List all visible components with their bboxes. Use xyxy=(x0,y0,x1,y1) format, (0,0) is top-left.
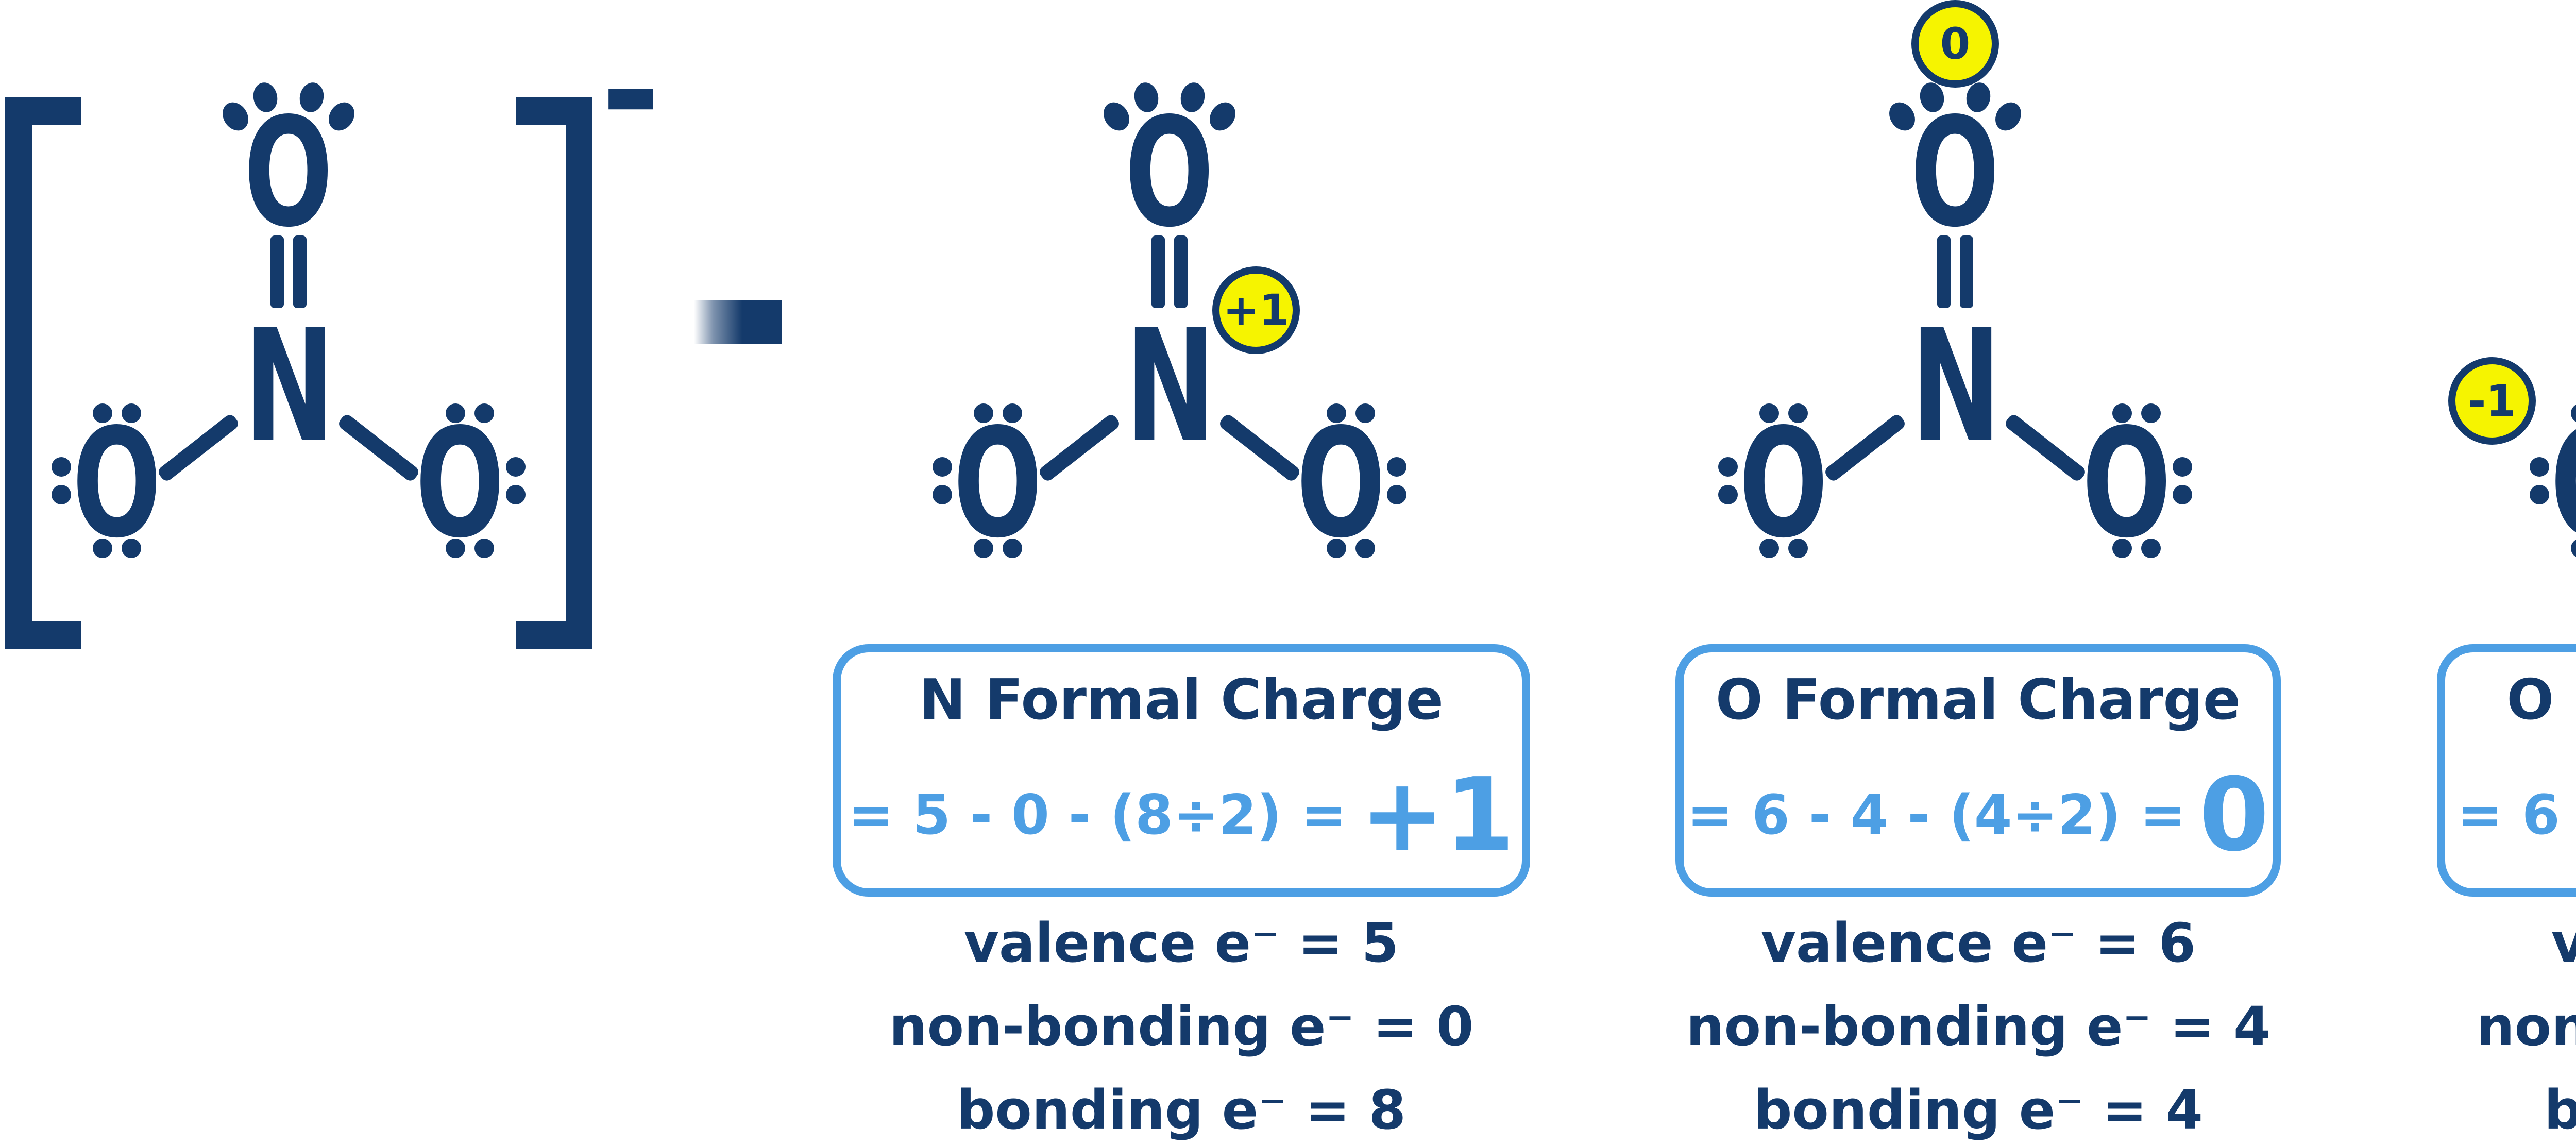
lone-pair-dot xyxy=(2112,403,2132,423)
double-bond-bar xyxy=(1937,235,1951,308)
lone-pair-dot xyxy=(2112,539,2132,558)
lone-pair-dot xyxy=(1759,539,1779,558)
lone-pair-dot xyxy=(1387,457,1406,477)
left-bracket xyxy=(5,97,81,649)
lone-pair-dot xyxy=(1759,403,1779,423)
lone-pair-dot xyxy=(974,403,993,423)
lone-pair-dot xyxy=(2571,539,2576,558)
double-bond-bar xyxy=(270,235,284,308)
n-formal-charge-box: N Formal Charge = 5 - 0 - (8÷2) = +1 xyxy=(833,644,1530,897)
atom-nitrogen: N xyxy=(244,296,335,476)
lone-pair-dot xyxy=(933,457,952,477)
lone-pair-dot xyxy=(2173,485,2192,504)
lone-pair-dot xyxy=(1718,457,1738,477)
bonding-electrons: bonding e⁻ = 4 xyxy=(1753,1079,2204,1141)
lone-pair-dot xyxy=(474,403,494,423)
lone-pair-dot xyxy=(1788,403,1808,423)
double-bond-bar xyxy=(1960,235,1973,308)
double-bond-bar xyxy=(293,235,307,308)
non-bonding-electrons: non-bonding e⁻ = 4 xyxy=(1686,995,2271,1058)
lone-pair-dot xyxy=(1788,539,1808,558)
atom-oxygen-left: O xyxy=(2531,409,2576,559)
lone-pair-dot xyxy=(93,539,112,558)
lone-pair-dot xyxy=(1355,403,1375,423)
lone-pair-dot xyxy=(2530,457,2549,477)
top-o-formal-charge-box: O Formal Charge = 6 - 4 - (4÷2) = 0 xyxy=(1675,644,2281,897)
structure-n-formal-charge: O N +1 O O xyxy=(886,0,1453,670)
o-formal-charge-badge: 0 xyxy=(1911,0,1999,88)
atom-oxygen-right: O xyxy=(1296,396,1386,571)
ion-negative-charge: - xyxy=(601,7,661,175)
formula-result: 0 xyxy=(2199,756,2269,874)
formula-result: +1 xyxy=(1360,756,1515,874)
atom-oxygen-top: O xyxy=(1125,86,1214,260)
left-o-formal-charge-badge: -1 xyxy=(2448,357,2536,445)
lone-pair-dot xyxy=(2530,485,2549,504)
non-bonding-electrons: non-bonding e⁻ = 0 xyxy=(889,995,1474,1058)
lone-pair-dot xyxy=(1327,539,1346,558)
formal-charge-formula: = 6 - 4 - (4÷2) = 0 xyxy=(1687,765,2269,866)
box-title: O Formal Charge xyxy=(2506,668,2576,732)
bonding-electrons: bonding e⁻ = 8 xyxy=(956,1079,1406,1141)
formal-charge-formula: = 6 - 6 - (2÷2) = -1 xyxy=(2457,765,2576,866)
n-electron-stats: valence e⁻ = 5 non-bonding e⁻ = 0 bondin… xyxy=(795,916,1568,1144)
atom-oxygen-left: O xyxy=(1739,396,1828,571)
atom-oxygen-top: O xyxy=(244,86,333,260)
top-o-electron-stats: valence e⁻ = 6 non-bonding e⁻ = 4 bondin… xyxy=(1592,916,2365,1144)
n-formal-charge-badge: +1 xyxy=(1212,266,1300,354)
atom-oxygen-right: O xyxy=(415,396,505,571)
lone-pair-dot xyxy=(446,539,465,558)
right-bracket xyxy=(516,97,592,649)
lone-pair-dot xyxy=(1003,539,1022,558)
double-bond-bar xyxy=(1151,235,1165,308)
formula-expression: = 6 - 6 - (2÷2) = xyxy=(2457,783,2576,847)
single-o-electron-stats: valence e⁻ = 6 non-bonding e⁻ = 6 bondin… xyxy=(2382,916,2576,1144)
structure-single-o-formal-charge: O N -1 -1 O O xyxy=(2448,0,2576,670)
equals-dash-icon xyxy=(694,300,782,344)
formula-expression: = 5 - 0 - (8÷2) = xyxy=(848,783,1347,847)
valence-electrons: valence e⁻ = 6 xyxy=(2551,912,2576,974)
box-title: O Formal Charge xyxy=(1715,668,2241,732)
bonding-electrons: bonding e⁻ = 2 xyxy=(2544,1079,2576,1141)
lone-pair-dot xyxy=(122,403,141,423)
lone-pair-dot xyxy=(1387,485,1406,504)
lone-pair-dot xyxy=(446,403,465,423)
single-o-formal-charge-box: O Formal Charge = 6 - 6 - (2÷2) = -1 xyxy=(2437,644,2576,897)
formula-expression: = 6 - 4 - (4÷2) = xyxy=(1687,783,2186,847)
lone-pair-dot xyxy=(933,485,952,504)
lone-pair-dot xyxy=(1718,485,1738,504)
lone-pair-dot xyxy=(506,485,526,504)
atom-nitrogen: N xyxy=(1125,296,1216,476)
lone-pair-dot xyxy=(474,539,494,558)
lone-pair-dot xyxy=(122,539,141,558)
atom-oxygen-top: O xyxy=(1910,86,2000,260)
atom-nitrogen: N xyxy=(1910,296,2002,476)
lone-pair-dot xyxy=(1355,539,1375,558)
atom-oxygen-left: O xyxy=(72,396,162,571)
lone-pair-dot xyxy=(1003,403,1022,423)
atom-oxygen-right: O xyxy=(2082,396,2172,571)
lone-pair-dot xyxy=(2141,403,2161,423)
valence-electrons: valence e⁻ = 5 xyxy=(964,912,1399,974)
structure-top-o-formal-charge: 0 O N O O xyxy=(1672,0,2239,670)
lone-pair-dot xyxy=(2141,539,2161,558)
valence-electrons: valence e⁻ = 6 xyxy=(1761,912,2196,974)
lone-pair-dot xyxy=(2571,403,2576,423)
lone-pair-dot xyxy=(52,457,71,477)
non-bonding-electrons: non-bonding e⁻ = 6 xyxy=(2476,995,2576,1058)
lone-pair-dot xyxy=(2173,457,2192,477)
lone-pair-dot xyxy=(93,403,112,423)
atom-oxygen-left: O xyxy=(953,396,1043,571)
nitrate-ion-bracketed-structure: - O N O O xyxy=(5,0,660,670)
lone-pair-dot xyxy=(974,539,993,558)
lone-pair-dot xyxy=(52,485,71,504)
double-bond-bar xyxy=(1174,235,1188,308)
box-title: N Formal Charge xyxy=(919,668,1444,732)
lone-pair-dot xyxy=(506,457,526,477)
lone-pair-dot xyxy=(1327,403,1346,423)
formal-charge-formula: = 5 - 0 - (8÷2) = +1 xyxy=(848,765,1515,866)
